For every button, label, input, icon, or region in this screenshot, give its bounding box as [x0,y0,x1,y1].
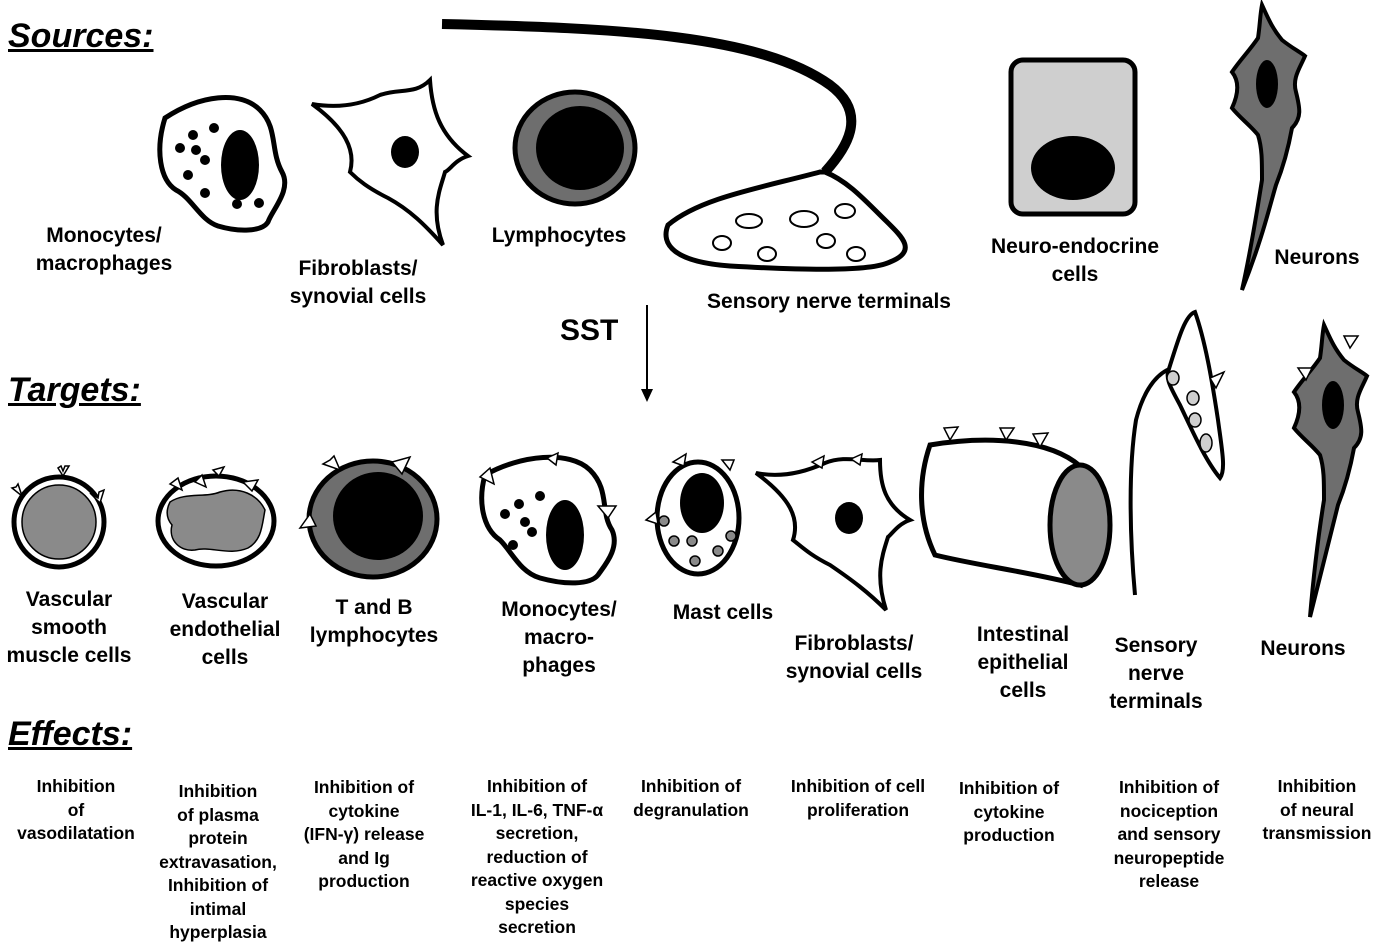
source-label-neuroendocrine: Neuro-endocrine cells [990,235,1160,286]
sst-arrow [641,305,653,402]
target-sensory-nerve-terminal [1128,309,1226,596]
effect-mast-cells: Inhibition of degranulation [633,776,749,820]
target-t-b-lymphocyte-cell [298,454,440,580]
target-label-mast-cells: Mast cells [672,601,774,624]
target-monocyte-macrophage-cell [478,451,618,586]
target-intestinal-epithelial-cell [919,426,1113,589]
target-label-monocytes: Monocytes/ macro- phages [501,598,617,677]
effect-neurons: Inhibition of neural transmission [1262,776,1372,843]
target-label-vascular-endothelial: Vascular endothelial cells [169,590,281,669]
effect-monocytes: Inhibition of IL-1, IL-6, TNF-α secretio… [470,776,604,937]
source-fibroblast-cell [310,75,473,247]
effect-vascular-smooth-muscle: Inhibition of vasodilatation [17,776,135,843]
source-label-neurons: Neurons [1274,246,1360,269]
effect-sensory-nerve-terminals: Inhibition of nociception and sensory ne… [1113,777,1225,891]
target-mast-cell [644,452,742,577]
target-vascular-smooth-muscle-cell [10,464,107,570]
heading-targets: Targets: [8,371,141,409]
target-neuron-cell [1291,318,1370,618]
target-fibroblast-cell [754,452,915,612]
target-label-sensory-nerve-terminals: Sensory nerve terminals [1109,634,1203,713]
source-monocyte-macrophage-cell [157,95,288,233]
source-neuroendocrine-cell [1008,57,1138,217]
effect-vascular-endothelial: Inhibition of plasma protein extravasati… [159,781,277,942]
source-label-fibroblasts: Fibroblasts/ synovial cells [289,257,427,308]
effect-intestinal-epithelial: Inhibition of cytokine production [958,778,1060,845]
source-neuron-cell [1229,0,1308,291]
source-label-sensory-nerve-terminals: Sensory nerve terminals [707,290,951,313]
source-sensory-nerve-terminal [441,19,908,272]
target-label-intestinal-epithelial: Intestinal epithelial cells [976,623,1070,702]
sst-label: SST [560,314,619,347]
effect-t-b-lymphocytes: Inhibition of cytokine (IFN-γ) release a… [303,777,425,891]
source-lymphocyte-cell [512,89,638,207]
effect-fibroblasts: Inhibition of cell proliferation [790,776,926,820]
target-label-vascular-smooth-muscle: Vascular smooth muscle cells [6,588,132,667]
target-vascular-endothelial-cell [155,465,277,569]
target-label-fibroblasts: Fibroblasts/ synovial cells [785,632,923,683]
heading-effects: Effects: [8,715,133,753]
source-label-monocytes: Monocytes/ macrophages [35,224,173,275]
heading-sources: Sources: [8,17,154,55]
target-label-neurons: Neurons [1260,637,1346,660]
source-label-lymphocytes: Lymphocytes [491,224,627,247]
target-label-t-b-lymphocytes: T and B lymphocytes [309,596,439,647]
